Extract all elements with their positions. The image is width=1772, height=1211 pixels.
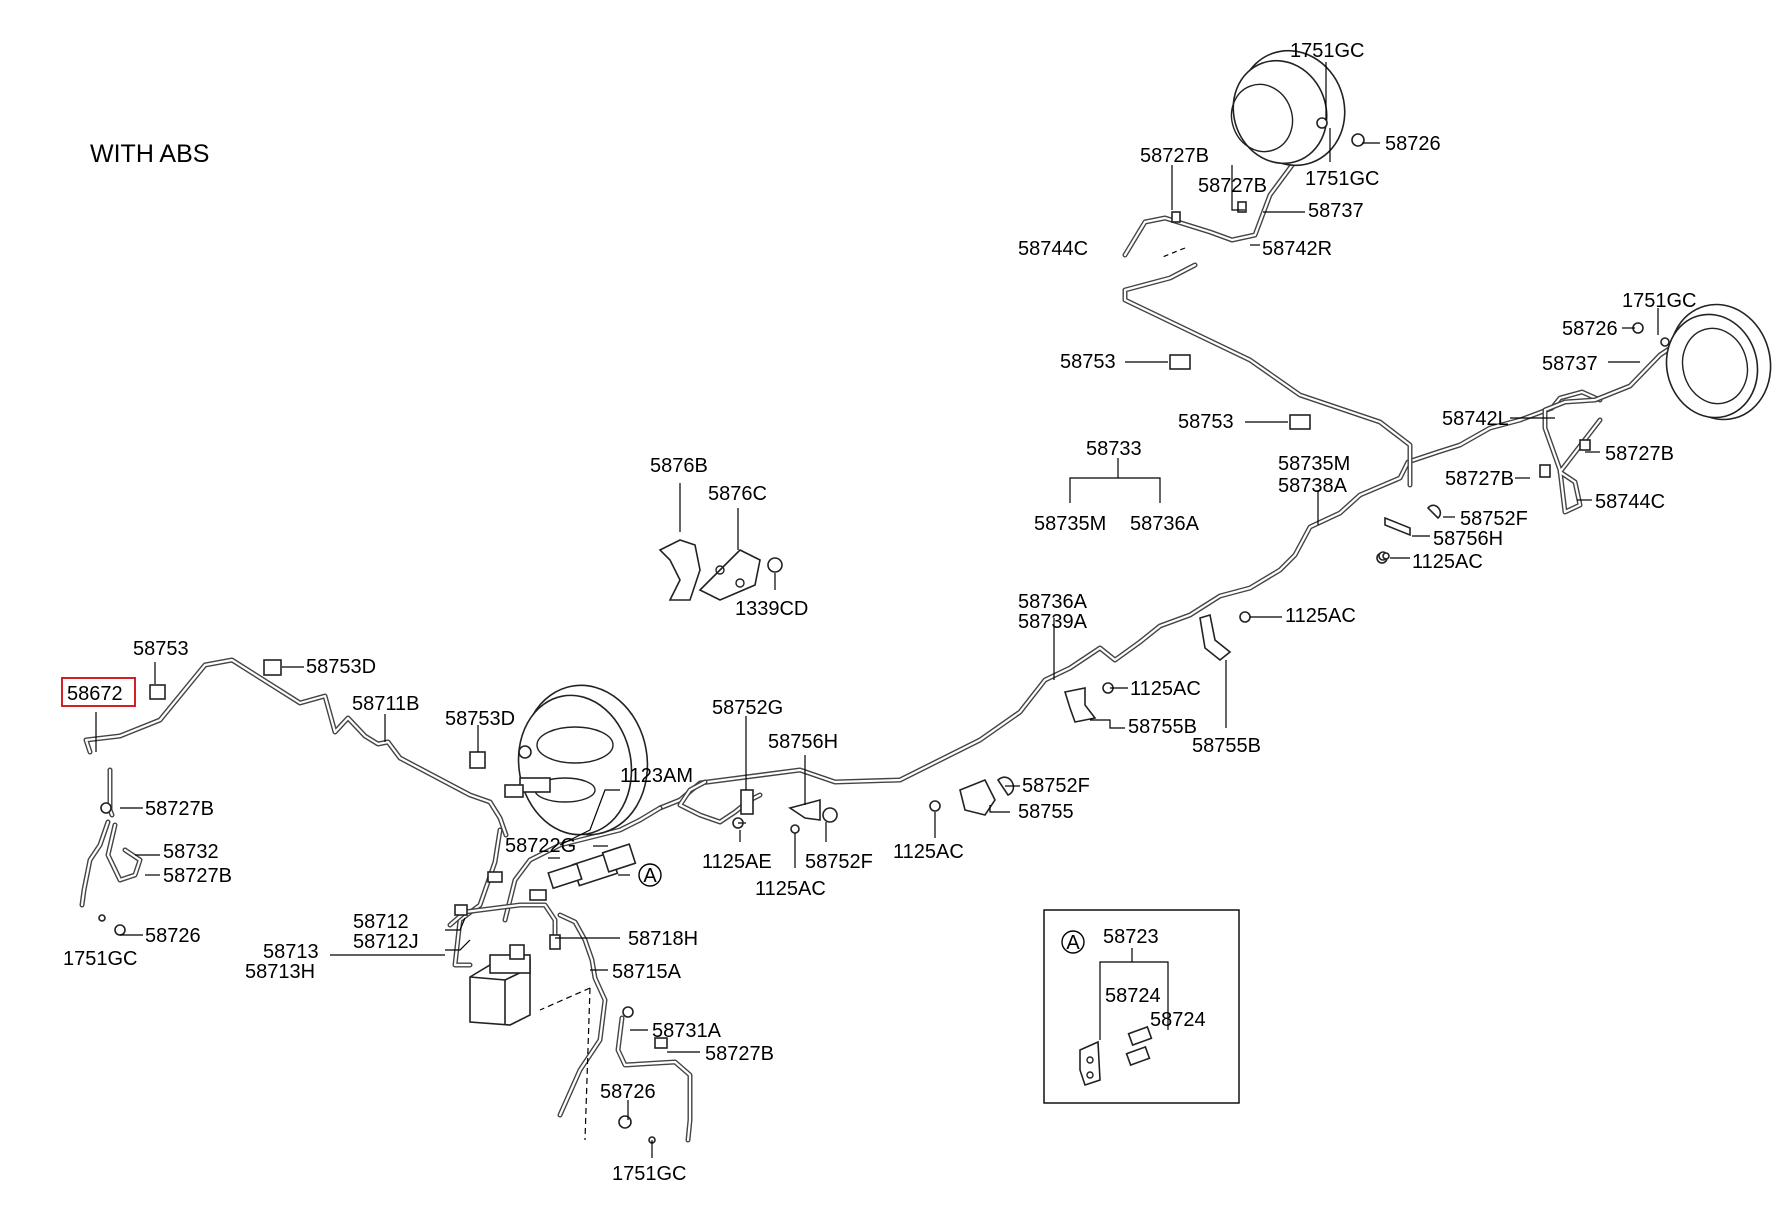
part-label: 1125AE — [702, 851, 772, 873]
part-label: 1751GC — [1305, 168, 1380, 190]
part-label: 58727B — [145, 798, 214, 820]
part-label: 1751GC — [612, 1163, 687, 1185]
part-label: 58753 — [1178, 411, 1234, 433]
part-label: 58752F — [1460, 508, 1528, 530]
clips-and-brackets — [98, 117, 1670, 1144]
part-label: 58715A — [612, 961, 682, 983]
part-label: 58736A — [1018, 591, 1088, 613]
part-label: 58727B — [1140, 145, 1209, 167]
part-label: 58727B — [1605, 443, 1674, 465]
dashed-guides — [539, 247, 1186, 1141]
leader-lines — [95, 62, 1659, 1158]
highlight-box — [61, 677, 136, 707]
part-label: 58739A — [1018, 611, 1088, 633]
part-label: 58753D — [445, 708, 515, 730]
rear-brake-drum-top — [1230, 49, 1346, 167]
part-label: 58755 — [1018, 801, 1074, 823]
part-label: 58713H — [245, 961, 315, 983]
part-label: 58742L — [1442, 408, 1509, 430]
part-label: 58735M — [1278, 453, 1350, 475]
part-label: 58738A — [1278, 475, 1348, 497]
part-label: 58726 — [1562, 318, 1618, 340]
part-label: 58753 — [133, 638, 189, 660]
abs-hecu-unit — [469, 944, 531, 1026]
inset-reference-a-label: A — [1066, 932, 1080, 954]
part-label: 58731A — [652, 1020, 722, 1042]
part-label: 5876C — [708, 483, 767, 505]
detail-inset-a — [1043, 909, 1240, 1104]
part-label: 58727B — [1445, 468, 1514, 490]
highlighted-part-label: 58672 — [67, 683, 123, 705]
part-label: 58718H — [628, 928, 698, 950]
part-label: 1125AC — [1130, 678, 1201, 700]
part-label: 58755B — [1128, 716, 1197, 738]
part-label: 58752G — [712, 697, 783, 719]
part-label: 58723 — [1103, 926, 1159, 948]
part-label: 58742R — [1262, 238, 1332, 260]
part-label: 58744C — [1018, 238, 1088, 260]
part-label: 58713 — [263, 941, 319, 963]
part-label: 58752F — [1022, 775, 1090, 797]
rear-brake-drum-right — [1665, 303, 1772, 421]
part-label: 58753D — [306, 656, 376, 678]
part-label: 58727B — [1198, 175, 1267, 197]
part-label: 58724 — [1150, 1009, 1206, 1031]
brake-pipes — [79, 125, 1678, 1143]
pipe-bracket-5876 — [658, 539, 783, 601]
part-label: 1125AC — [1412, 551, 1483, 573]
part-label: 58755B — [1192, 735, 1261, 757]
part-label: 1125AC — [755, 878, 826, 900]
part-label: 58711B — [352, 693, 419, 715]
part-label: 58722G — [505, 835, 576, 857]
part-label: 58737 — [1308, 200, 1364, 222]
master-cylinder — [547, 843, 637, 890]
part-label: 58735M — [1034, 513, 1106, 535]
part-label: 1751GC — [63, 948, 138, 970]
part-label: 58736A — [1130, 513, 1200, 535]
part-label: 58753 — [1060, 351, 1116, 373]
part-label: 1125AC — [893, 841, 964, 863]
part-label: 58744C — [1595, 491, 1665, 513]
part-label: 58737 — [1542, 353, 1598, 375]
brake-booster — [504, 684, 649, 836]
part-label: 58756H — [1433, 528, 1503, 550]
part-label: 1751GC — [1622, 290, 1697, 312]
part-label: 58732 — [163, 841, 219, 863]
part-label: 58712J — [353, 931, 419, 953]
reference-a-label: A — [643, 865, 657, 887]
diagram-title: WITH ABS — [90, 140, 209, 168]
part-label: 58726 — [1385, 133, 1441, 155]
reference-marker-a: A A — [638, 863, 1085, 954]
part-label: 58733 — [1086, 438, 1142, 460]
part-label: 58726 — [145, 925, 201, 947]
part-label: 58727B — [163, 865, 232, 887]
part-labels: WITH ABS 1751GC 58726 1751GC 58727B 5872… — [63, 40, 1697, 1185]
part-label: 5876B — [650, 455, 708, 477]
part-label: 58712 — [353, 911, 409, 933]
part-label: 1339CD — [735, 598, 808, 620]
part-label: 58724 — [1105, 985, 1161, 1007]
part-label: 1751GC — [1290, 40, 1365, 62]
part-label: 58756H — [768, 731, 838, 753]
part-label: 58727B — [705, 1043, 774, 1065]
part-label: 1123AM — [620, 765, 693, 787]
part-label: 1125AC — [1285, 605, 1356, 627]
part-label: 58752F — [805, 851, 873, 873]
part-label: 58726 — [600, 1081, 656, 1103]
